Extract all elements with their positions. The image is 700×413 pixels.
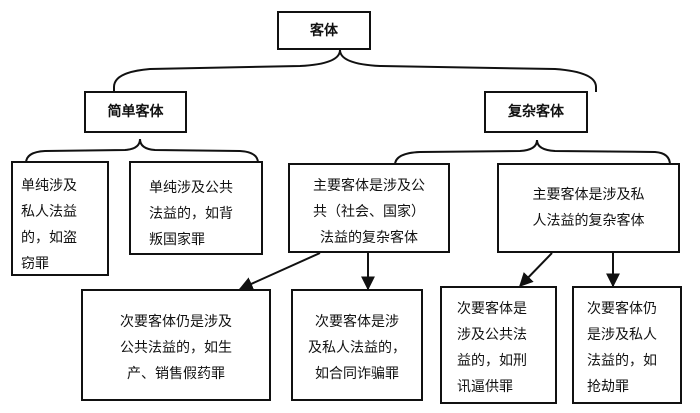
simple-public-line-3: 叛国家罪 [149,232,205,248]
complex-private-line-2: 人法益的复杂客体 [532,213,645,229]
simple-object-node: 简单客体 [84,91,187,133]
secondary-torture-line-4: 讯逼供罪 [457,379,513,395]
arrow-public-to-drug [238,252,321,291]
secondary-torture-line-2: 涉及公共法 [457,327,527,343]
brace-root [113,49,597,92]
simple-private-line-1: 单纯涉及 [21,178,77,194]
secondary-robbery-line-2: 是涉及私人 [587,327,657,343]
secondary-torture-line-3: 益的，如刑 [457,353,527,369]
secondary-fraud-line-1: 次要客体是涉 [315,314,399,330]
secondary-fraud-line-3: 如合同诈骗罪 [315,366,399,382]
complex-public-node: 主要客体是涉及公 共（社会、国家） 法益的复杂客体 [288,163,450,253]
secondary-drug-line-3: 产、销售假药罪 [127,366,225,382]
complex-private-node: 主要客体是涉及私 人法益的复杂客体 [497,163,680,253]
secondary-robbery-line-4: 抢劫罪 [587,379,629,395]
complex-public-line-2: 共（社会、国家） [313,204,425,220]
root-node-label: 客体 [310,22,338,39]
arrow-private-to-torture [519,252,553,288]
secondary-drug-line-2: 公共法益的，如生 [120,340,232,356]
secondary-private-fraud-node: 次要客体是涉 及私人法益的， 如合同诈骗罪 [291,289,423,401]
simple-private-line-2: 私人法益 [21,204,77,220]
complex-object-label: 复杂客体 [508,104,564,120]
secondary-fraud-line-2: 及私人法益的， [308,340,406,356]
secondary-private-robbery-node: 次要客体仍 是涉及私人 法益的，如 抢劫罪 [572,286,682,404]
complex-public-line-1: 主要客体是涉及公 [313,178,425,194]
complex-private-line-1: 主要客体是涉及私 [532,187,645,203]
brace-simple [25,138,259,164]
simple-public-line-1: 单纯涉及公共 [149,180,233,196]
complex-object-node: 复杂客体 [484,91,588,133]
simple-public-node: 单纯涉及公共 法益的，如背 叛国家罪 [129,161,263,255]
simple-private-node: 单纯涉及 私人法益 的，如盗 窃罪 [11,161,109,276]
secondary-drug-line-1: 次要客体仍是涉及 [120,314,232,330]
complex-public-line-3: 法益的复杂客体 [320,230,418,246]
secondary-robbery-line-1: 次要客体仍 [587,301,657,317]
secondary-public-drug-node: 次要客体仍是涉及 公共法益的，如生 产、销售假药罪 [81,289,271,401]
secondary-public-torture-node: 次要客体是 涉及公共法 益的，如刑 讯逼供罪 [440,286,557,404]
brace-complex [394,139,671,166]
secondary-robbery-line-3: 法益的，如 [587,353,657,369]
root-node: 客体 [277,11,371,50]
simple-private-line-4: 窃罪 [21,256,49,272]
secondary-torture-line-1: 次要客体是 [457,301,527,317]
simple-public-line-2: 法益的，如背 [149,206,233,222]
simple-object-label: 简单客体 [107,104,164,120]
simple-private-line-3: 的，如盗 [21,230,77,246]
